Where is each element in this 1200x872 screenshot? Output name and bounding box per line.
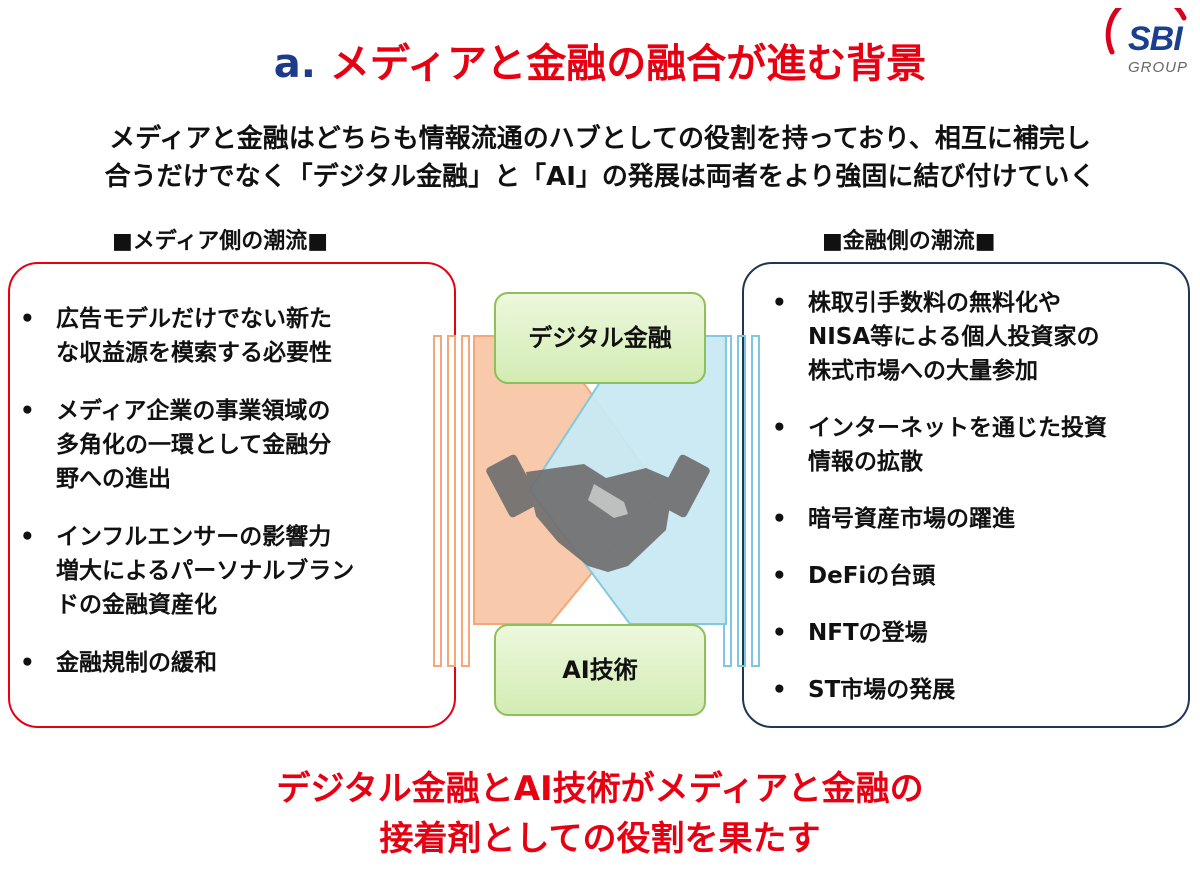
- list-item: インターネットを通じた投資 情報の拡散: [772, 411, 1178, 479]
- conclusion-text: デジタル金融とAI技術がメディアと金融の 接着剤としての役割を果たす: [0, 764, 1200, 864]
- list-item: 株取引手数料の無料化や NISA等による個人投資家の 株式市場への大量参加: [772, 286, 1178, 388]
- list-item: 広告モデルだけでない新た な収益源を模索する必要性: [20, 302, 436, 370]
- subtitle-line: メディアと金融はどちらも情報流通のハブとしての役割を持っており、相互に補完し: [109, 124, 1091, 154]
- list-item: NFTの登場: [772, 616, 1178, 650]
- handshake-icon: [486, 454, 710, 572]
- title-prefix: a.: [273, 41, 316, 87]
- media-side-list: 広告モデルだけでない新た な収益源を模索する必要性 メディア企業の事業領域の 多…: [20, 302, 436, 704]
- logo-subtext: GROUP: [1128, 59, 1189, 76]
- list-item: 暗号資産市場の躍進: [772, 502, 1178, 536]
- ai-technology-label: AI技術: [494, 624, 706, 716]
- finance-side-list: 株取引手数料の無料化や NISA等による個人投資家の 株式市場への大量参加 イン…: [772, 286, 1178, 730]
- subtitle-line: 合うだけでなく「デジタル金融」と「AI」の発展は両者をより強固に結び付けていく: [104, 162, 1096, 192]
- list-item: ST市場の発展: [772, 673, 1178, 707]
- conclusion-line: 接着剤としての役割を果たす: [379, 819, 821, 859]
- sbi-group-logo: SBI GROUP: [1098, 8, 1194, 82]
- list-item: 金融規制の緩和: [20, 646, 436, 680]
- page-subtitle: メディアと金融はどちらも情報流通のハブとしての役割を持っており、相互に補完し 合…: [0, 120, 1200, 196]
- conclusion-line: デジタル金融とAI技術がメディアと金融の: [276, 769, 924, 809]
- media-side-heading: ■メディア側の潮流■: [112, 229, 329, 254]
- finance-side-heading: ■金融側の潮流■: [822, 229, 996, 254]
- list-item: DeFiの台頭: [772, 559, 1178, 593]
- page-title: a. メディアと金融の融合が進む背景: [0, 36, 1200, 92]
- list-item: メディア企業の事業領域の 多角化の一環として金融分 野への進出: [20, 394, 436, 496]
- title-main: メディアと金融の融合が進む背景: [329, 41, 927, 87]
- logo-text: SBI: [1128, 20, 1183, 58]
- list-item: インフルエンサーの影響力 増大によるパーソナルブラン ドの金融資産化: [20, 520, 436, 622]
- digital-finance-label: デジタル金融: [494, 292, 706, 384]
- right-stripes: [723, 335, 760, 667]
- left-stripes: [433, 335, 470, 667]
